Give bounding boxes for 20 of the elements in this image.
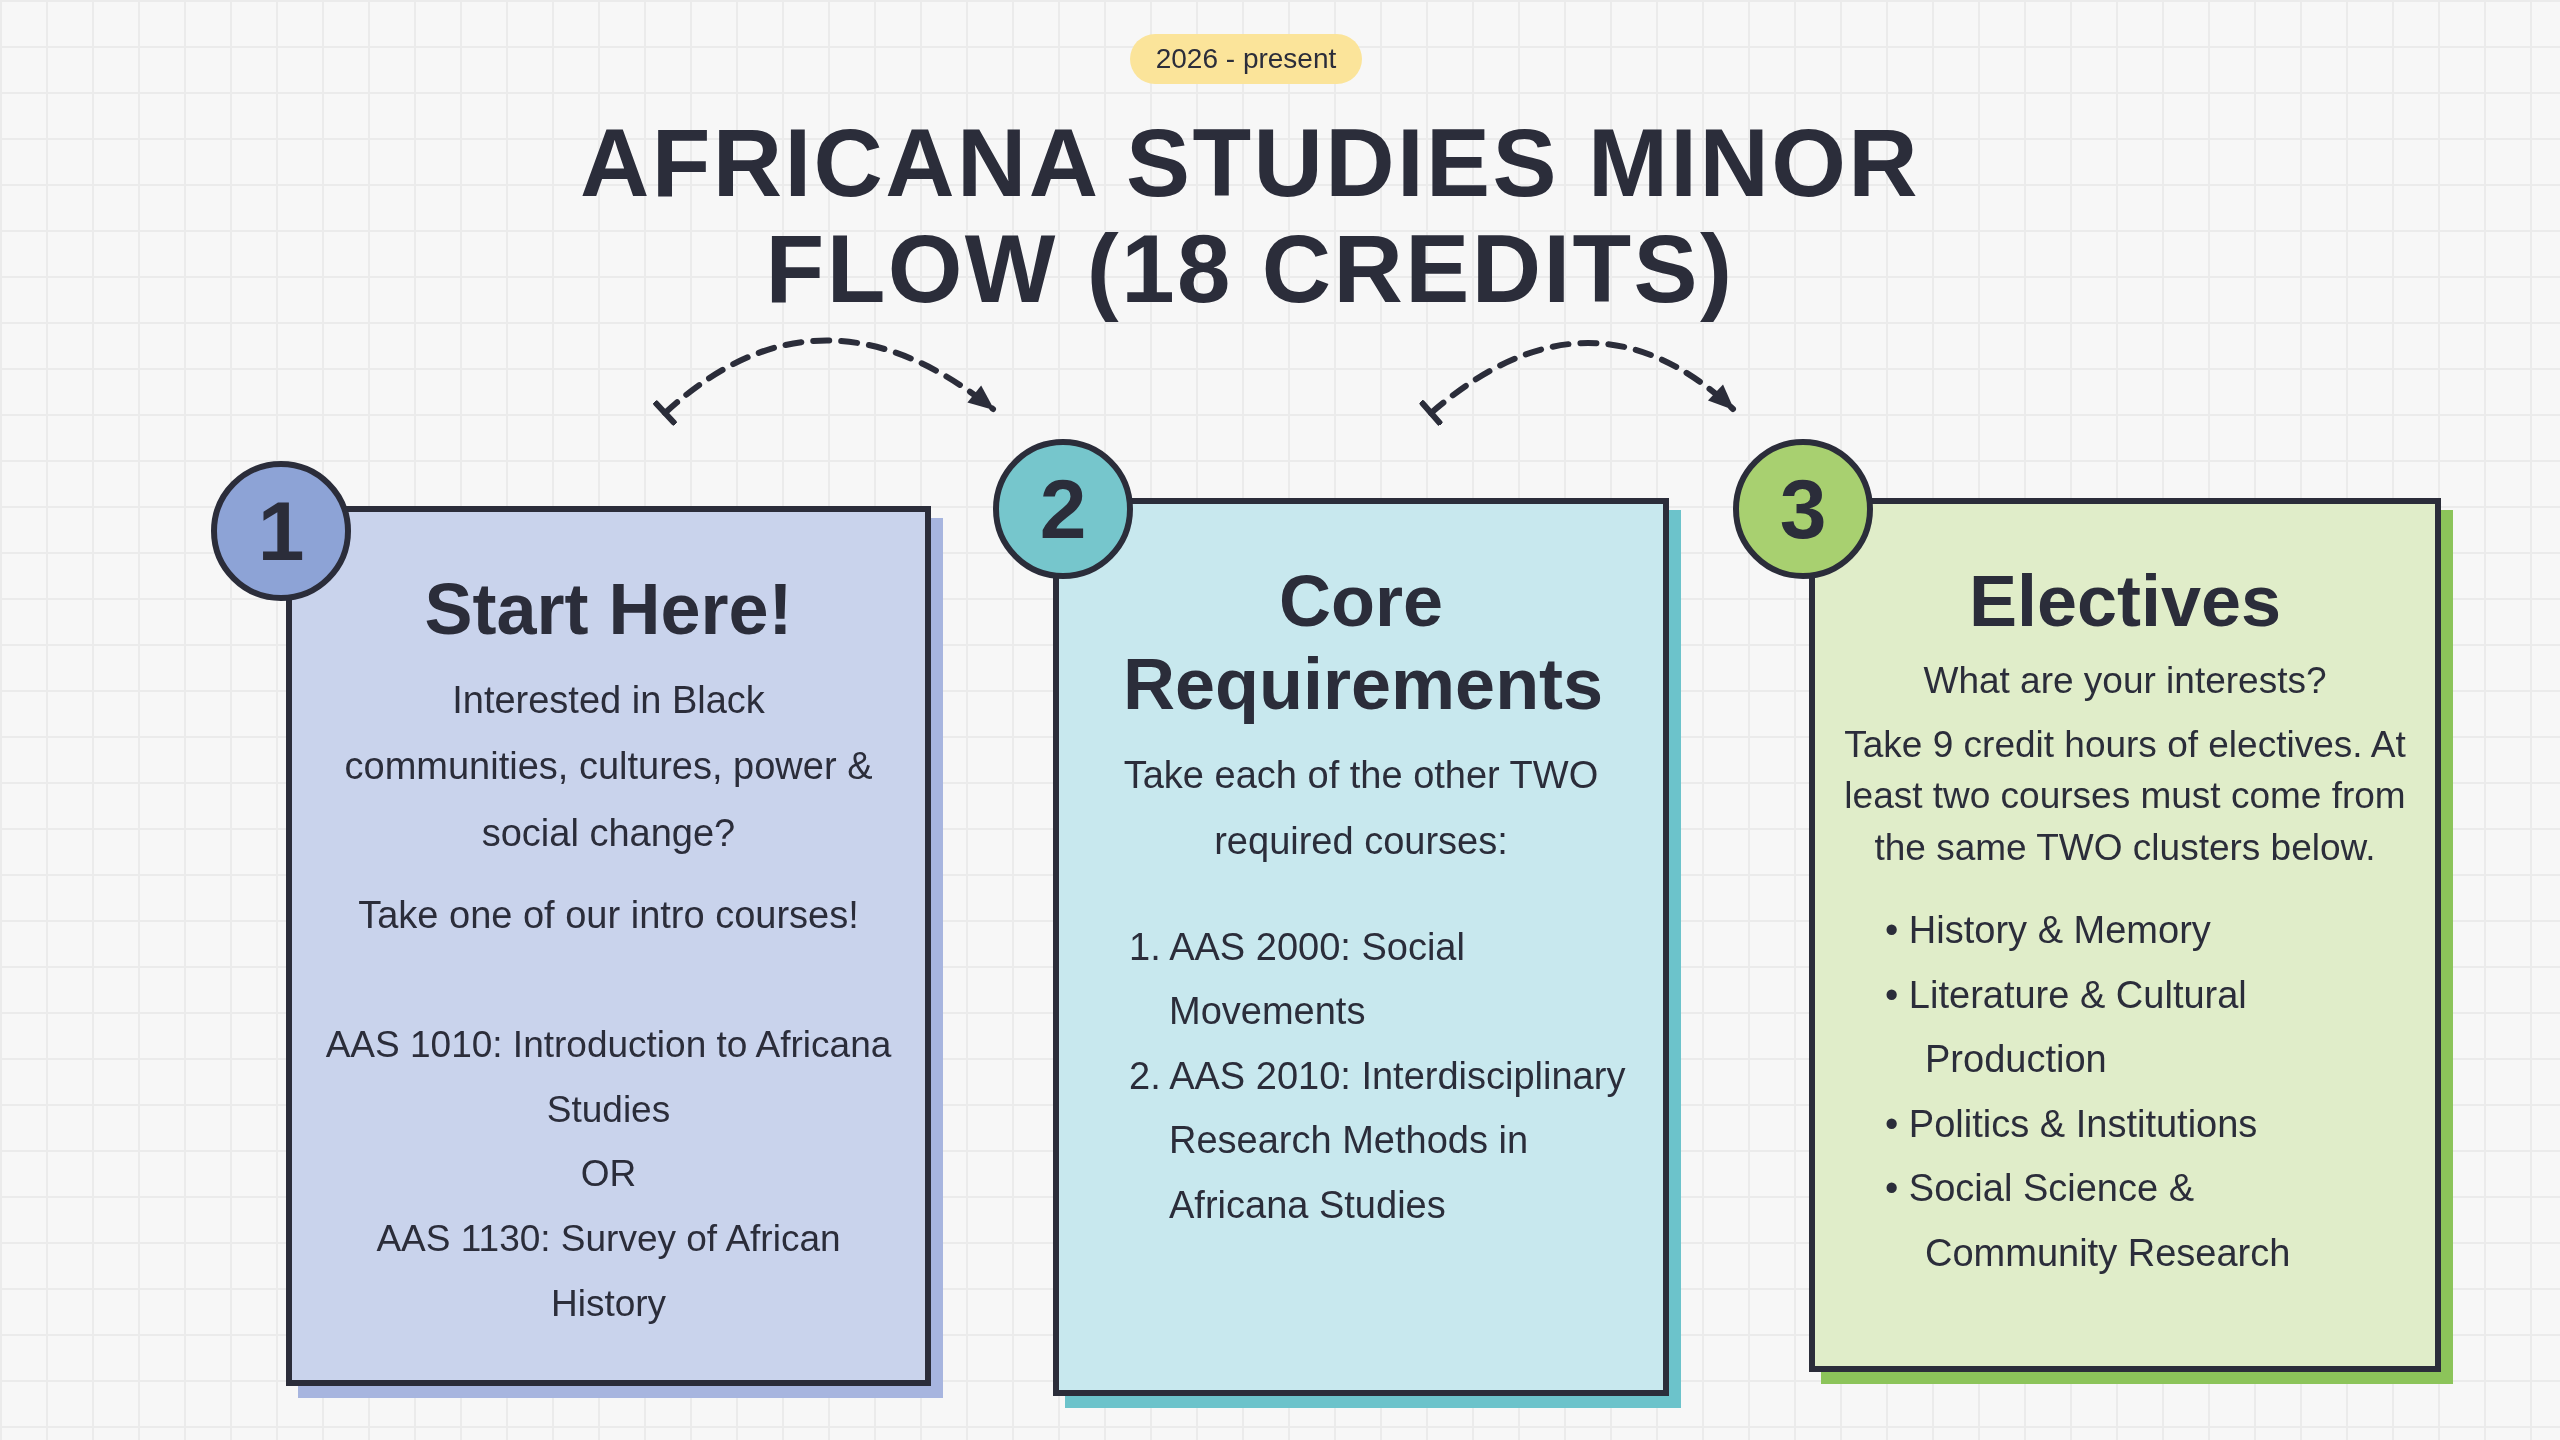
card-text: Take one of our intro courses!	[357, 893, 860, 939]
list-item: • History & Memory	[1885, 908, 2212, 953]
curved-arrow	[653, 337, 996, 426]
date-pill: 2026 - present	[1130, 34, 1362, 84]
card-text: Take 9 credit hours of electives. At least two courses must come from the same TWO clusters below.	[1843, 722, 2407, 871]
card-text: What are your interests?	[1922, 658, 2328, 703]
card-heading: Start Here!	[423, 568, 794, 651]
card-text: AAS 1130: Survey of African History	[375, 1217, 842, 1326]
card-text: AAS 1010: Introduction to Africana Studies	[324, 1022, 893, 1132]
card-heading: Electives	[1967, 560, 2283, 643]
card-text: Interested in Black communities, cultures, power & social change?	[343, 677, 874, 856]
title: AFRICANA STUDIES MINOR FLOW (18 CREDITS)	[579, 110, 1921, 322]
list-item: 2. AAS 2010: Interdisciplinary Research Methods in Africana Studies	[1129, 1053, 1627, 1228]
card-text: OR	[579, 1152, 638, 1197]
curved-arrow	[1419, 340, 1736, 427]
card-text: Take each of the other TWO required courses:	[1122, 752, 1600, 865]
list-item: • Social Science & Community Research	[1885, 1166, 2292, 1276]
list-item: 1. AAS 2000: Social Movements	[1129, 924, 1466, 1035]
list-item: • Politics & Institutions	[1885, 1101, 2259, 1147]
list-item: • Literature & Cultural Production	[1885, 972, 2248, 1083]
